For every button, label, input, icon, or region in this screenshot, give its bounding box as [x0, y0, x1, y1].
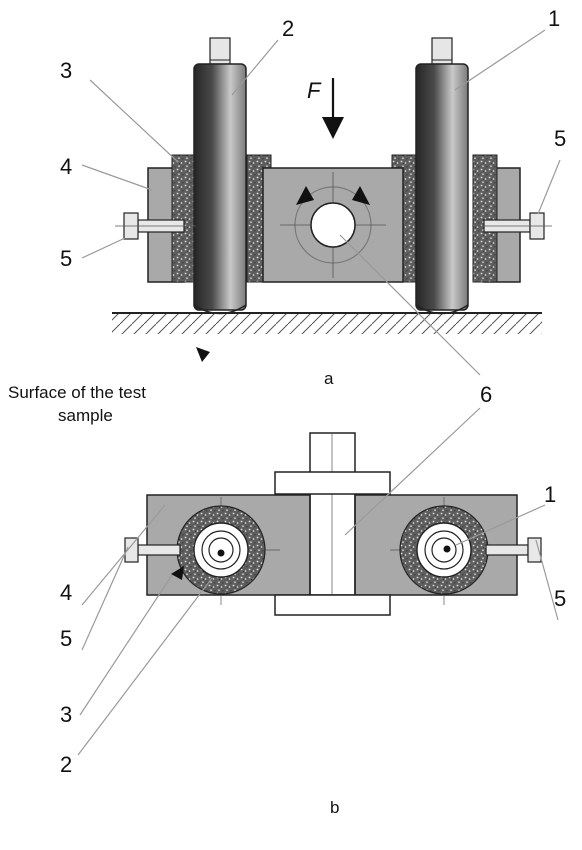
label-2-view-b: 2: [60, 752, 72, 777]
leader-lines: [77, 29, 561, 756]
pointer-arrow-3: [171, 566, 184, 580]
leader-1a: [454, 29, 546, 91]
leader-4a: [81, 164, 153, 191]
roller-tip-left: [193, 304, 247, 315]
leader-4b: [81, 504, 166, 606]
roller-right: [415, 63, 469, 311]
label-6: 6: [480, 382, 492, 407]
rotation-arrow-right: [352, 186, 370, 205]
label-5-view-b-right: 5: [554, 586, 566, 611]
roller-top-right-center: [443, 545, 451, 553]
screw-b-right-shank: [485, 544, 529, 556]
label-1-view-b: 1: [544, 482, 556, 507]
leader-5a-left: [81, 237, 126, 259]
porous-bushing-left-outer: [171, 154, 197, 283]
leader-3a: [89, 79, 179, 163]
leader-1b: [455, 504, 546, 546]
label-4-view-a: 4: [60, 154, 72, 179]
leader-6: [339, 234, 481, 376]
screw-b-left-head: [124, 537, 139, 563]
surface-pointer-arrow: [196, 347, 210, 362]
roller-left: [193, 63, 247, 311]
force-label: F: [307, 78, 322, 103]
leader-6b: [344, 407, 481, 536]
test-surface-hatching: [112, 314, 542, 334]
shaft-hole: [310, 202, 356, 248]
view-a: F Surface of the test sample a: [8, 37, 552, 425]
flange-top: [274, 471, 391, 495]
view-b-caption: b: [330, 798, 339, 817]
view-a-caption: a: [324, 369, 334, 388]
label-5-view-b-left: 5: [60, 626, 72, 651]
screw-b-right-head: [527, 537, 542, 563]
leader-5a-right: [537, 159, 561, 215]
leader-2b: [77, 577, 213, 756]
label-2-view-a: 2: [282, 16, 294, 41]
flange-bottom: [274, 594, 391, 616]
roller-top-left-center: [217, 549, 225, 557]
porous-bushing-right-inner: [472, 154, 498, 283]
view-b: b: [124, 432, 542, 817]
label-3-view-b: 3: [60, 702, 72, 727]
screw-b-left-shank: [137, 544, 181, 556]
leader-5b-right: [535, 539, 559, 621]
surface-label-line1: Surface of the test: [8, 383, 146, 402]
label-5-view-a-left: 5: [60, 246, 72, 271]
label-1-view-a: 1: [548, 6, 560, 31]
rotation-arrow-left: [296, 186, 314, 205]
leader-3b: [79, 574, 173, 716]
label-5-view-a-right: 5: [554, 126, 566, 151]
label-4-view-b: 4: [60, 580, 72, 605]
leader-2a: [231, 39, 279, 96]
surface-label-line2: sample: [58, 406, 113, 425]
label-3-view-a: 3: [60, 58, 72, 83]
leader-5b-left: [81, 546, 129, 651]
shaft-6: [309, 432, 356, 596]
roller-tip-right: [415, 304, 469, 315]
